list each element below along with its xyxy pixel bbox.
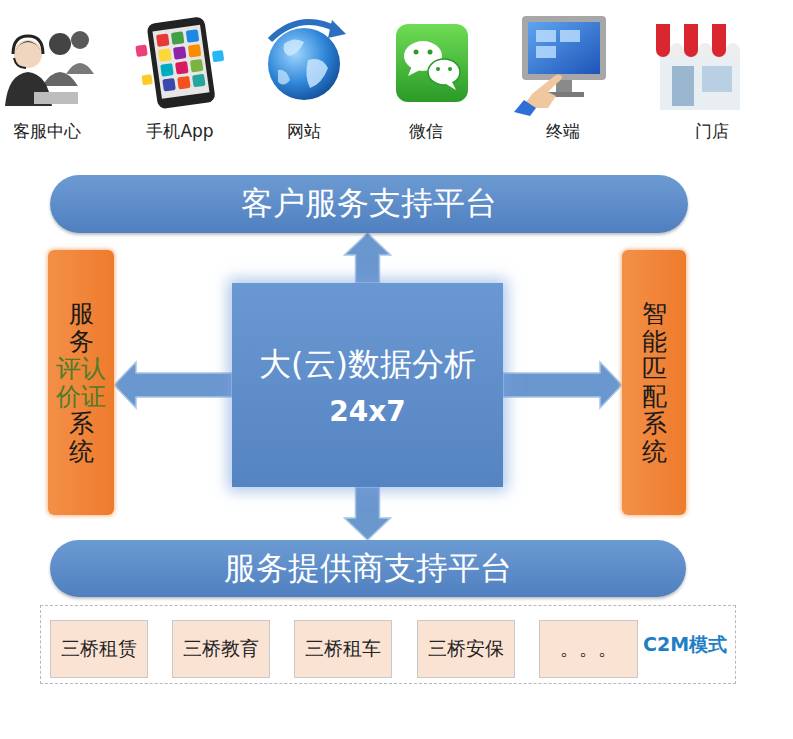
- provider-name: 三桥安保: [428, 636, 504, 662]
- globe-icon: [268, 20, 346, 100]
- call-center-icon: [5, 31, 94, 106]
- block-arrow: [345, 233, 391, 283]
- side-system-box: 服务评认价证系统: [48, 250, 114, 515]
- provider-box: 三桥租赁: [50, 620, 148, 678]
- channel-label: 网站: [287, 120, 321, 143]
- provider-box: 三桥安保: [417, 620, 515, 678]
- system-name-accent: 评认价证: [56, 355, 106, 410]
- provider-box: 三桥租车: [294, 620, 392, 678]
- side-system-box: 智能匹配系统: [622, 250, 686, 515]
- channel-label: 终端: [546, 120, 580, 143]
- channel-label: 微信: [409, 120, 443, 143]
- system-name: 系统: [69, 410, 94, 465]
- platform-band: 客户服务支持平台: [50, 175, 688, 233]
- analysis-center-box: 大(云)数据分析 24x7: [232, 283, 503, 487]
- model-label: C2M模式: [643, 632, 727, 658]
- provider-name: 。。。: [560, 636, 617, 662]
- center-title: 大(云)数据分析: [259, 343, 476, 387]
- wechat-icon: [396, 24, 468, 102]
- provider-name: 三桥教育: [183, 636, 259, 662]
- provider-group: C2M模式 三桥租赁 三桥教育 三桥租车 三桥安保 。。。: [40, 605, 736, 684]
- block-arrow: [114, 362, 232, 408]
- terminal-icon: [514, 16, 606, 116]
- center-subtitle: 24x7: [329, 395, 406, 428]
- platform-band: 服务提供商支持平台: [50, 540, 686, 597]
- platform-title: 服务提供商支持平台: [224, 547, 512, 591]
- system-name: 服务: [69, 300, 94, 355]
- system-name: 智能匹配系统: [642, 300, 667, 465]
- provider-name: 三桥租赁: [61, 636, 137, 662]
- channel-icons: [0, 0, 793, 118]
- block-arrow: [503, 362, 622, 408]
- channel-label: 手机App: [146, 120, 213, 143]
- platform-title: 客户服务支持平台: [241, 182, 497, 226]
- provider-box: 三桥教育: [172, 620, 270, 678]
- phone-app-icon: [133, 14, 230, 111]
- channel-label: 客服中心: [13, 120, 81, 143]
- channel-label: 门店: [695, 120, 729, 143]
- provider-box: 。。。: [539, 620, 638, 678]
- block-arrow: [345, 487, 391, 540]
- provider-name: 三桥租车: [305, 636, 381, 662]
- store-icon: [656, 24, 740, 110]
